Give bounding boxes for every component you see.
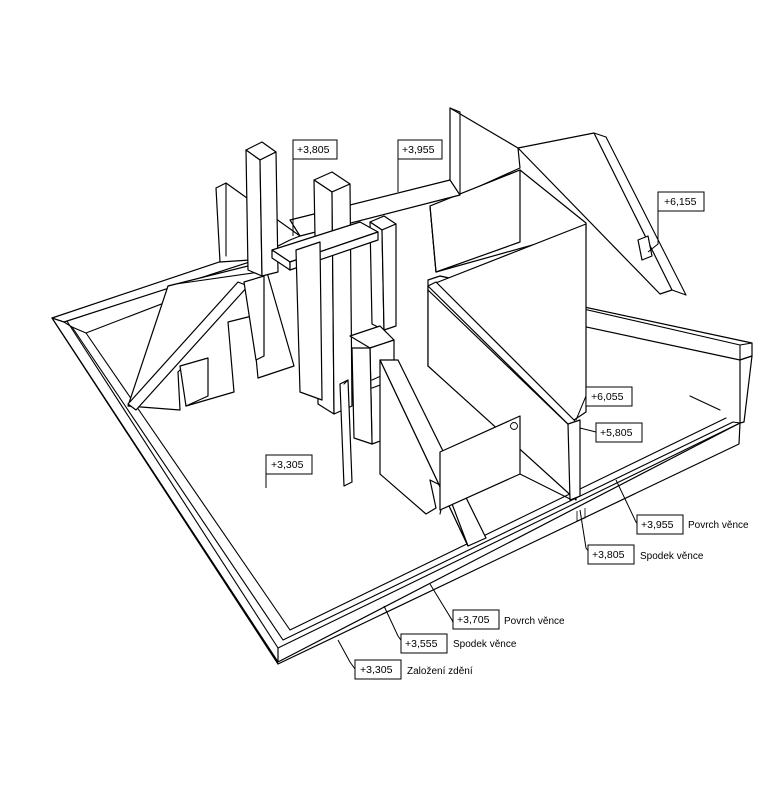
elevation-description: Spodek věnce [453,639,517,650]
elevation-tag-floor-top-mid: +3,955 [397,139,443,160]
right-room-walls [427,223,587,511]
floor-slab [51,249,741,665]
elevation-value: +3,555 [405,638,438,650]
elevation-description: Spodek věnce [640,551,704,562]
elevation-value: +3,805 [297,144,330,156]
elevation-description: Založení zdění [407,666,473,677]
elevation-tag-front-beam-bottom: +3,555 Spodek věnce [400,633,517,654]
elevation-value: +3,305 [360,664,393,676]
elevation-tag-front-beam-top: +3,705 Povrch věnce [452,609,565,630]
elevation-tag-right-beam-top: +3,955 Povrch věnce [636,514,749,535]
elevation-tag-floor-top-left: +3,805 [292,139,338,160]
elevation-tag-wall-top-upper: +6,055 [585,386,633,407]
elevation-value: +3,705 [457,614,490,626]
elevation-tag-wall-top-lower: +5,805 [595,422,643,443]
left-room-wall [127,261,295,411]
elevation-value: +3,305 [271,459,304,471]
elevation-tag-right-beam-bottom: +3,805 Spodek věnce [587,544,704,565]
elevation-tag-base: +3,305 Založení zdění [354,659,473,680]
elevation-description: Povrch věnce [504,616,565,627]
elevation-tag-roof-right: +6,155 [657,191,705,212]
elevation-value: +6,155 [664,196,697,208]
elevation-value: +3,955 [402,144,435,156]
elevation-value: +3,805 [592,549,625,561]
elevation-description: Povrch věnce [688,520,749,531]
elevation-value: +3,955 [641,519,674,531]
elevation-value: +6,055 [591,391,624,403]
elevation-value: +5,805 [600,427,633,439]
roof-slope-wall [517,132,687,296]
elevation-tag-room-floor: +3,305 [265,454,313,475]
